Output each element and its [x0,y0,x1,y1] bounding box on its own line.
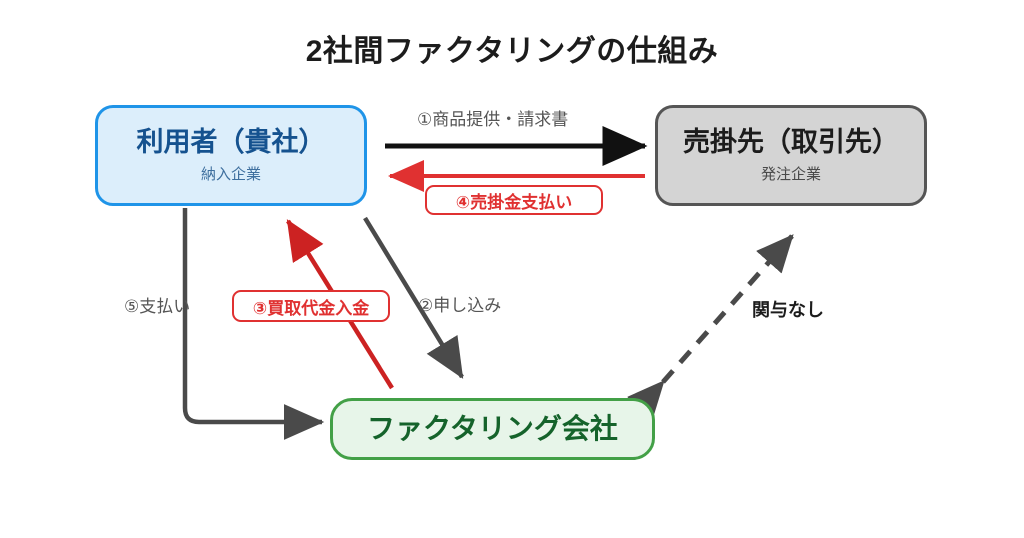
node-debtor-subtitle: 発注企業 [760,165,821,183]
node-user-subtitle: 納入企業 [200,165,261,183]
node-debtor[interactable]: 売掛先（取引先） 発注企業 [655,105,927,206]
edge-label-4-chip: ④売掛金支払い [425,185,603,215]
edge-label-no-involvement: 関与なし [752,300,824,320]
node-user-title: 利用者（貴社） [136,127,326,158]
node-user[interactable]: 利用者（貴社） 納入企業 [95,105,367,206]
edge-label-1: ①商品提供・請求書 [417,110,569,129]
edge-label-5: ⑤支払い [124,297,191,316]
page-title: 2社間ファクタリングの仕組み [305,35,719,68]
node-factoring-company-title: ファクタリング会社 [367,412,618,444]
node-factoring-company[interactable]: ファクタリング会社 [330,398,655,460]
edge-label-3-chip: ③買取代金入金 [232,290,390,322]
edge-label-2: ②申し込み [418,296,502,315]
node-debtor-title: 売掛先（取引先） [683,127,899,158]
